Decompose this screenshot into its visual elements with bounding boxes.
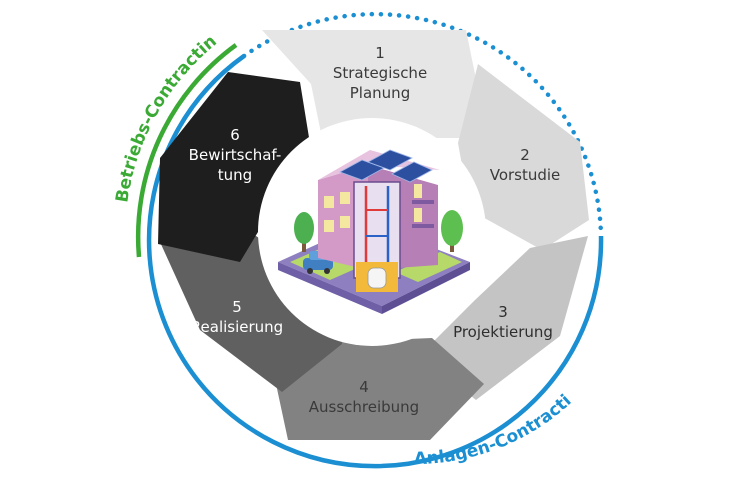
segment-2-line1: Vorstudie [490, 166, 561, 184]
segment-3-number: 3 [498, 303, 508, 321]
segment-6-number: 6 [230, 126, 240, 144]
segment-3-projektierung [420, 236, 588, 400]
anlagen-contracting-dotted-arc [241, 11, 604, 239]
segment-6-bewirtschaftung [158, 72, 312, 262]
segment-5-line1: Realisierung [191, 318, 283, 336]
segment-6-line2: tung [218, 166, 252, 184]
segment-1-line1: Strategische [333, 64, 427, 82]
segment-1-strategische-planung [262, 30, 477, 138]
anlagen-contracting-arc [146, 54, 604, 469]
segment-5-label: 5 Realisierung [191, 298, 283, 336]
segment-5-number: 5 [232, 298, 242, 316]
building-heatpump-icon [278, 149, 470, 314]
betriebs-contracting-arc [135, 43, 238, 258]
segment-4-number: 4 [359, 378, 369, 396]
segment-3-line1: Projektierung [453, 323, 553, 341]
segment-2-vorstudie [458, 64, 589, 250]
segment-4-line1: Ausschreibung [309, 398, 419, 416]
segment-1-number: 1 [375, 44, 385, 62]
segment-1-line2: Planung [350, 84, 410, 102]
segment-1-label: 1 Strategische Planung [333, 44, 427, 102]
segment-6-line1: Bewirtschaf- [189, 146, 282, 164]
segment-4-ausschreibung [276, 338, 484, 440]
segment-4-label: 4 Ausschreibung [309, 378, 419, 416]
segment-6-label: 6 Bewirtschaf- tung [189, 126, 282, 184]
segment-2-label: 2 Vorstudie [490, 146, 561, 184]
segment-3-label: 3 Projektierung [453, 303, 553, 341]
segment-2-number: 2 [520, 146, 530, 164]
